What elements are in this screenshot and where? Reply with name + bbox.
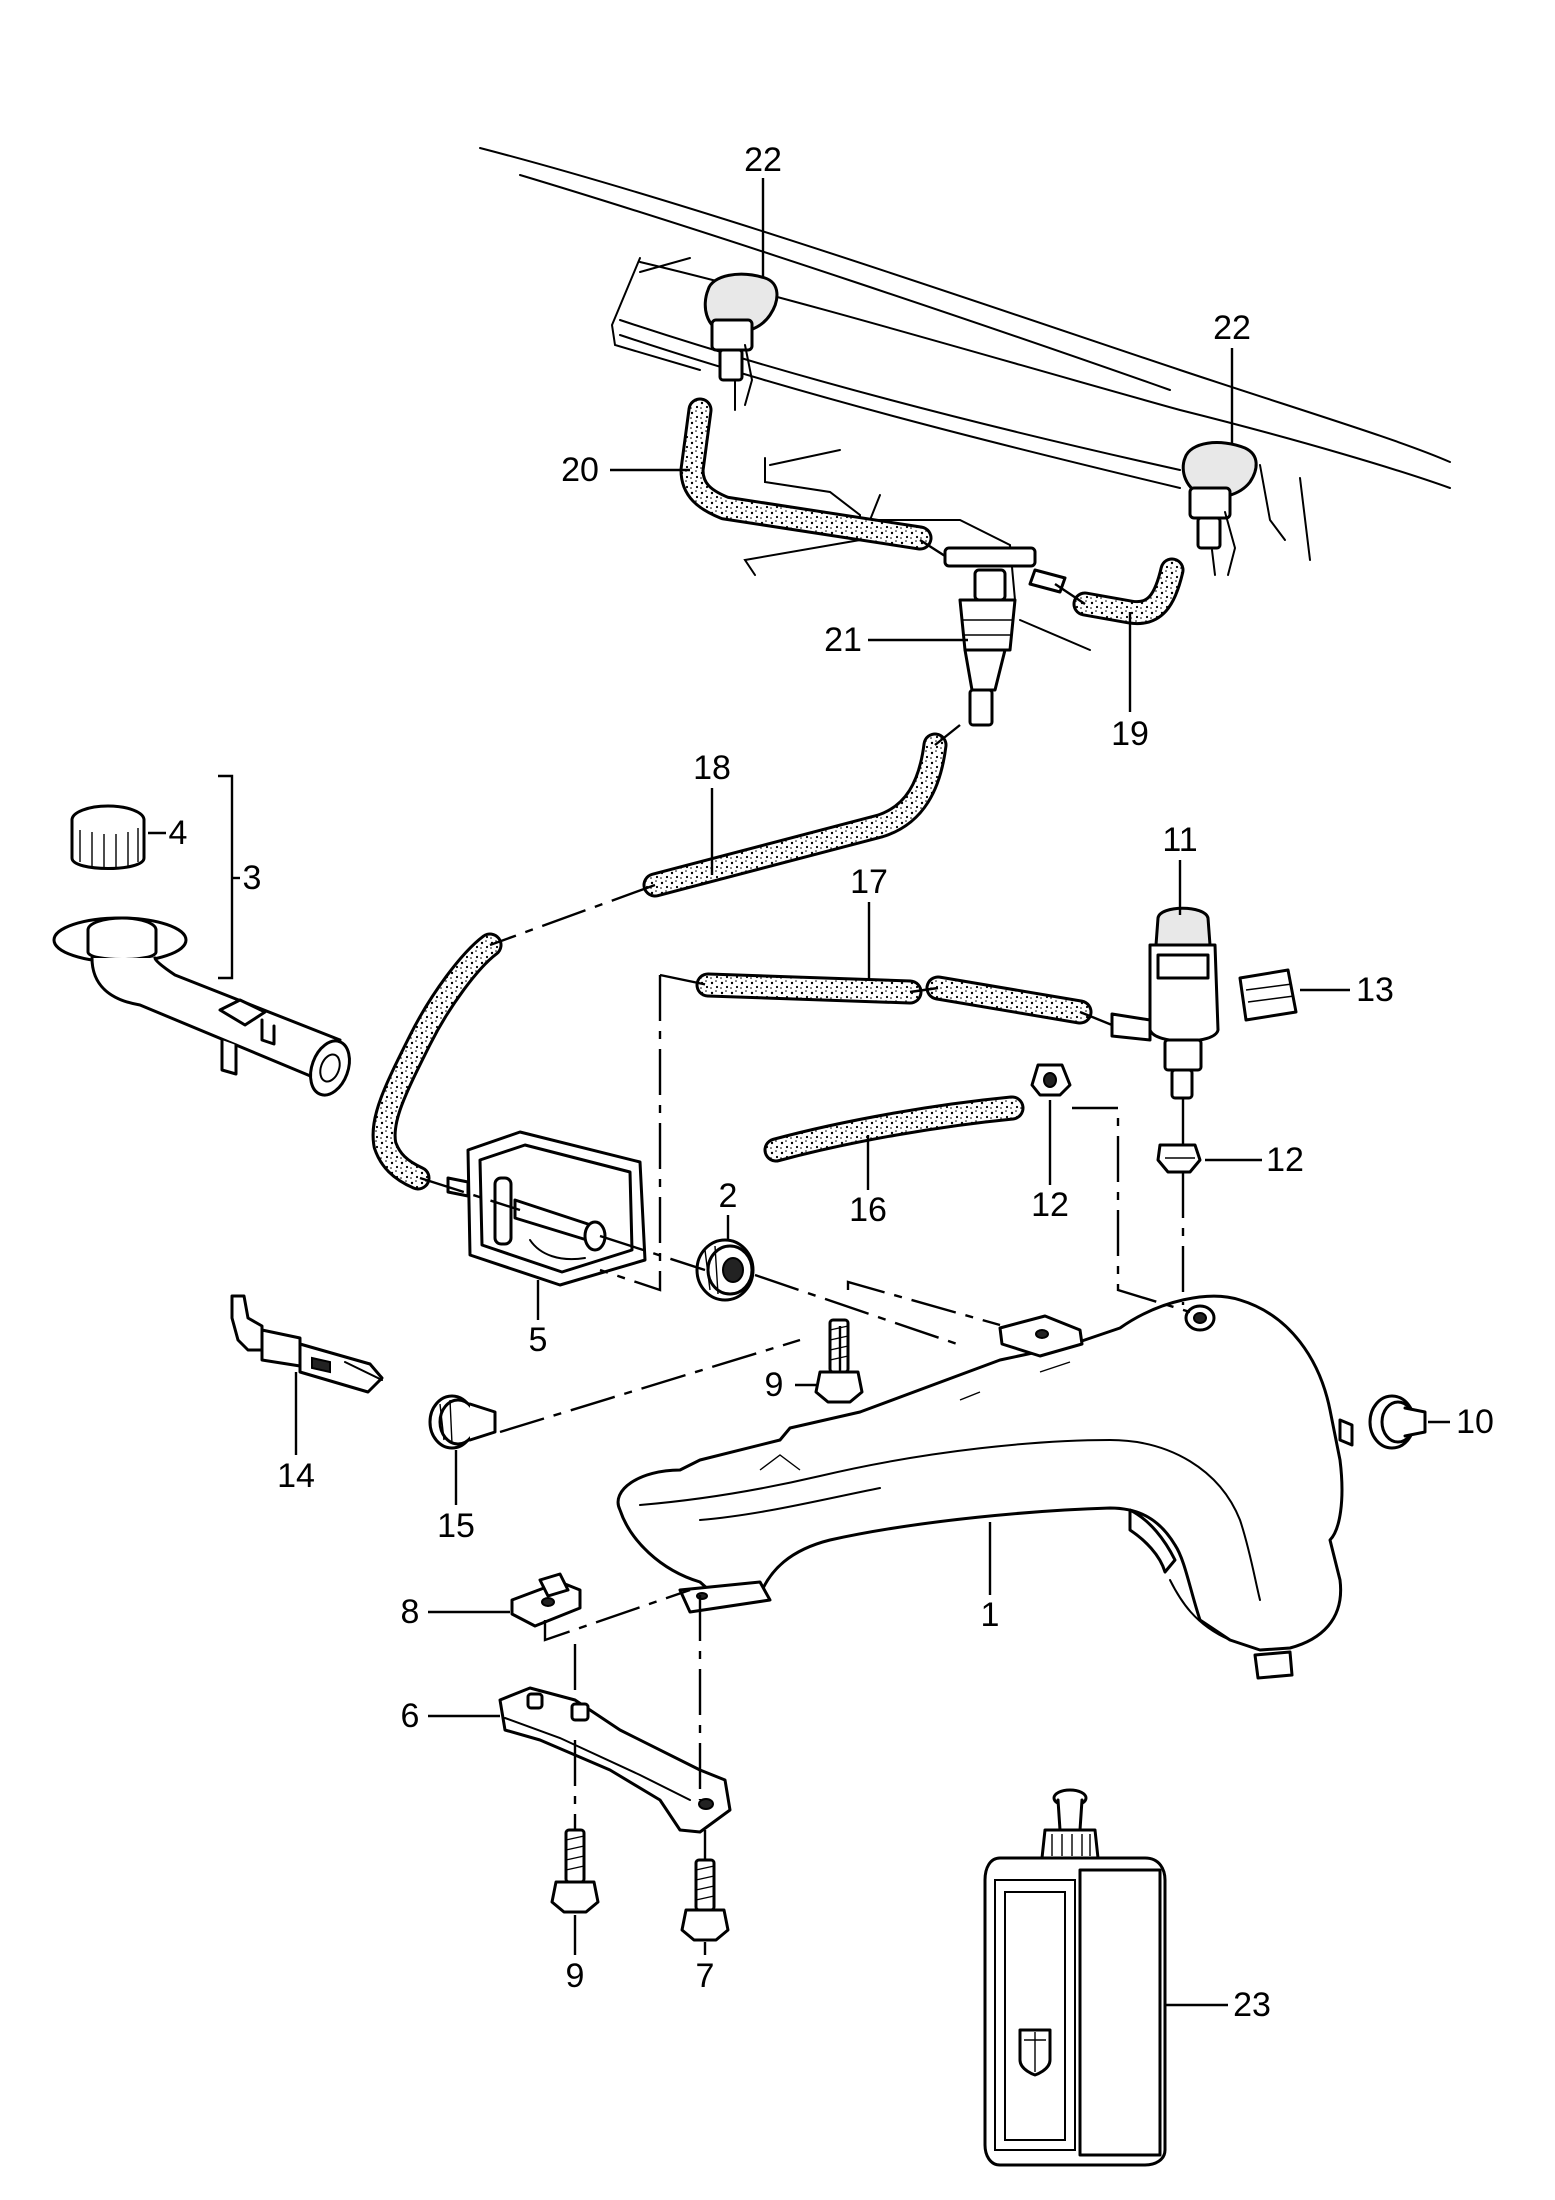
- callout-23: 23: [1233, 1986, 1271, 2024]
- callout-2: 2: [718, 1177, 738, 1215]
- hose-16: [763, 1095, 1025, 1163]
- callout-12-left: 12: [1031, 1186, 1069, 1224]
- callout-6: 6: [400, 1697, 420, 1735]
- callout-1: 1: [980, 1596, 1000, 1634]
- callout-20: 20: [561, 451, 599, 489]
- leader-lines: [148, 178, 1450, 2007]
- callout-19: 19: [1111, 715, 1149, 753]
- callout-12-right: 12: [1266, 1141, 1304, 1179]
- bolt-9-lower: [550, 1828, 600, 1914]
- washer-nozzle-left: [703, 272, 779, 411]
- callout-8: 8: [400, 1593, 420, 1631]
- check-valve-t-piece: [943, 546, 1067, 727]
- callout-22-right: 22: [1213, 309, 1251, 347]
- rubber-grommet: [695, 1238, 755, 1302]
- callout-11: 11: [1162, 821, 1198, 859]
- hose-18: [642, 732, 948, 898]
- callout-16: 16: [849, 1191, 887, 1229]
- buffer-pad: [1238, 968, 1298, 1022]
- filler-neck: [52, 916, 351, 1097]
- callout-15: 15: [437, 1507, 475, 1545]
- hose-20: [679, 397, 933, 551]
- assembly-lines: [419, 538, 1191, 1860]
- callout-22-left: 22: [744, 141, 782, 179]
- hose-17: [695, 972, 1093, 1025]
- callout-13: 13: [1356, 971, 1394, 1009]
- level-sensor: [230, 1294, 384, 1394]
- drain-plug: [1368, 1394, 1427, 1450]
- callout-18: 18: [693, 749, 731, 787]
- callout-7: 7: [695, 1957, 715, 1995]
- washer-nozzle-right: [1181, 441, 1258, 576]
- callout-9-upper: 9: [764, 1366, 784, 1404]
- callout-21: 21: [824, 621, 862, 659]
- washer-fluid-bottle: [983, 1788, 1167, 2167]
- grommet-12-right: [1156, 1143, 1202, 1174]
- hose-19: [1072, 557, 1185, 626]
- callout-17: 17: [850, 863, 888, 901]
- mounting-bracket: [498, 1686, 732, 1834]
- bolt-7: [680, 1858, 730, 1942]
- callout-14: 14: [277, 1457, 315, 1495]
- callout-5: 5: [528, 1321, 548, 1359]
- filler-cap: [70, 804, 146, 870]
- grommet-12-left: [1030, 1063, 1072, 1097]
- body-panel-outline: [479, 147, 1451, 651]
- hose-connector-long: [371, 932, 503, 1191]
- reservoir-bracket: [446, 1130, 647, 1287]
- callout-9-lower: 9: [565, 1957, 585, 1995]
- callout-4: 4: [168, 814, 188, 852]
- clip-nut: [510, 1572, 582, 1628]
- callout-3: 3: [242, 859, 262, 897]
- washer-pump: [1110, 906, 1220, 1100]
- grommet-15: [428, 1394, 497, 1450]
- callout-10: 10: [1456, 1403, 1494, 1441]
